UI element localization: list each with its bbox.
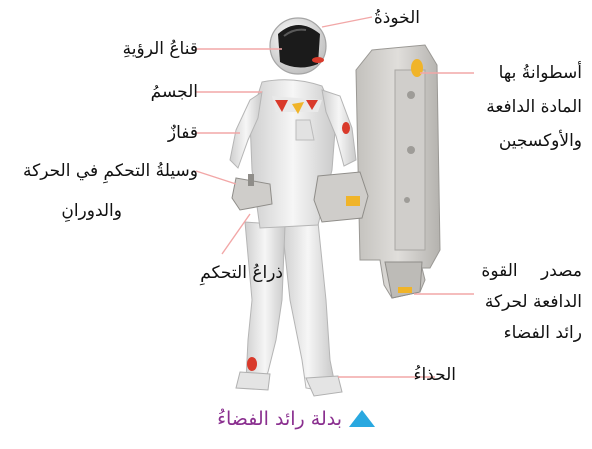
torso xyxy=(249,79,337,229)
label-tank-line2: المادة الدافعة xyxy=(486,97,582,117)
label-glove: قفازٌ xyxy=(167,123,198,143)
helmet xyxy=(269,17,327,75)
leader-arm xyxy=(221,213,251,255)
label-arm: ذراعُ التحكمِ xyxy=(200,263,283,283)
visor xyxy=(278,25,320,68)
label-control-line1: وسيلةُ التحكمِ في الحركة xyxy=(22,161,198,181)
label-tank-line3: والأوكسجين xyxy=(498,131,582,151)
backpack xyxy=(355,44,441,299)
leader-lines xyxy=(195,16,474,378)
label-thrust-line3: رائد الفضاء xyxy=(503,323,582,343)
right-arm xyxy=(321,89,357,167)
right-leg xyxy=(281,221,335,393)
label-control-line2: والدورانِ xyxy=(61,201,122,221)
left-arm xyxy=(229,90,263,169)
label-visor: قناعُ الرؤيةِ xyxy=(122,39,198,59)
caption-triangle-icon xyxy=(349,410,375,427)
label-thrust-line1: مصدر القوة xyxy=(481,261,582,281)
label-body: الجسمُ xyxy=(150,82,198,102)
left-hand-controller xyxy=(231,177,273,211)
right-hand-controller xyxy=(313,171,369,223)
label-tank-line1: أسطوانةُ بها xyxy=(498,63,582,83)
label-boot: الحذاءُ xyxy=(413,365,456,385)
leader-helmet xyxy=(321,16,373,28)
leader-control xyxy=(195,170,237,185)
label-thrust-line2: الدافعة لحركة xyxy=(484,292,582,312)
label-helmet: الخوذةُ xyxy=(373,8,420,28)
figure-caption: بدلة رائد الفضاءُ xyxy=(217,408,342,430)
